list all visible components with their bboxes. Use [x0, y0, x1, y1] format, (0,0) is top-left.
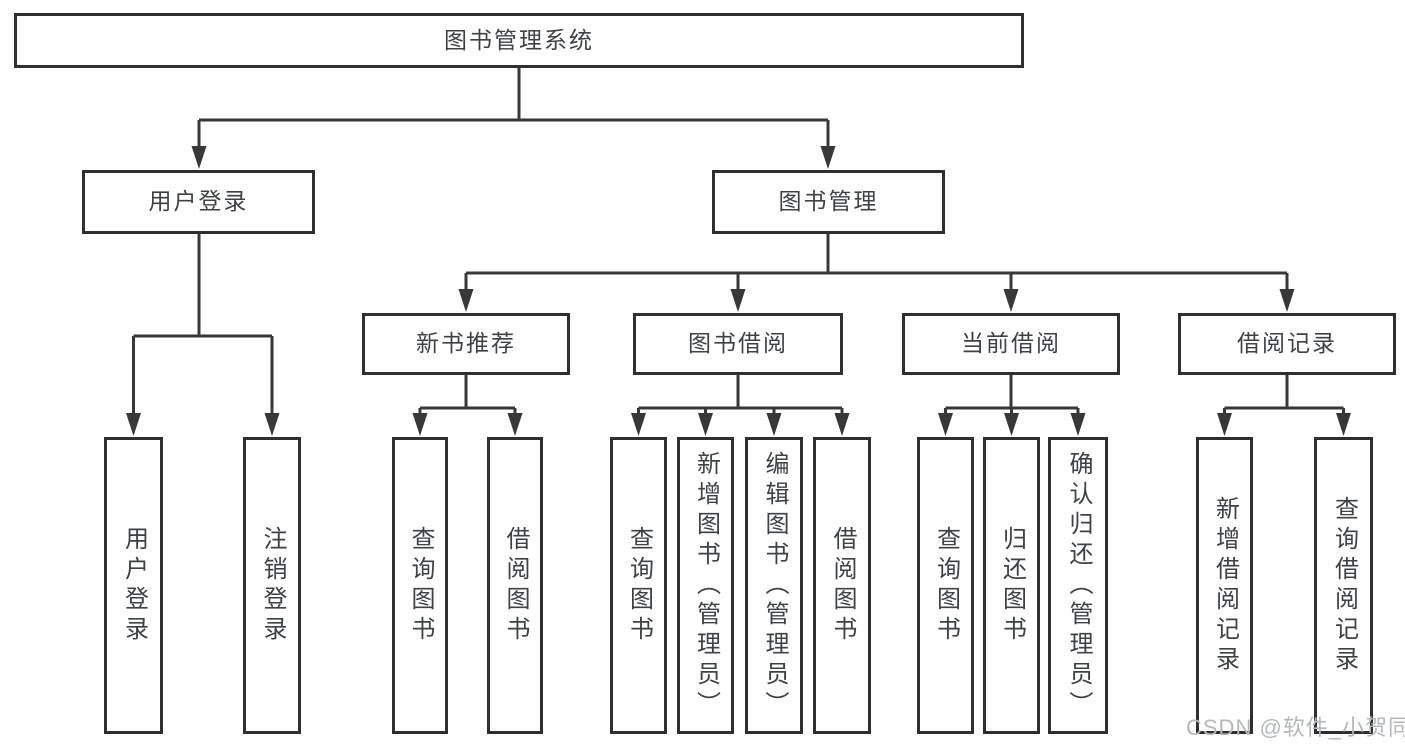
arrowhead-icon [1336, 413, 1351, 436]
node-user-login-label: 用户登录 [148, 188, 249, 215]
leaf-confirm-return-admin-label: 确认归还（管理员） [1065, 450, 1092, 721]
arrowhead-icon [730, 289, 746, 312]
leaf-add-borrow-record: 新增借阅记录 [1196, 437, 1253, 734]
node-library-system: 图书管理系统 [14, 13, 1024, 68]
connector-borrowrecord-to-leaves [1223, 375, 1345, 420]
arrowhead-icon [631, 413, 646, 436]
node-library-system-label: 图书管理系统 [444, 26, 594, 53]
arrowhead-icon [191, 146, 207, 169]
node-borrowing-records: 借阅记录 [1178, 313, 1396, 375]
leaf-query-books-3: 查询图书 [917, 437, 974, 734]
leaf-query-books-1-label: 查询图书 [407, 525, 434, 646]
csdn-watermark: CSDN @软件_小贺同学 [1186, 715, 1405, 740]
arrowhead-icon [1003, 289, 1019, 312]
leaf-add-borrow-record-label: 新增借阅记录 [1211, 495, 1239, 676]
arrowhead-icon [264, 413, 280, 436]
arrowhead-icon [820, 146, 836, 169]
leaf-query-books-1: 查询图书 [392, 437, 448, 734]
connector-userlogin-to-leaves [132, 234, 274, 420]
leaf-borrow-books-2: 借阅图书 [813, 437, 871, 734]
node-book-borrowing: 图书借阅 [633, 313, 843, 375]
node-borrowing-records-label: 借阅记录 [1237, 330, 1337, 357]
arrowhead-icon [1217, 413, 1232, 436]
node-book-borrowing-label: 图书借阅 [688, 330, 788, 357]
leaf-return-books: 归还图书 [983, 437, 1040, 734]
connector-newbookrec-to-leaves [418, 375, 517, 420]
arrowhead-icon [507, 413, 523, 436]
leaf-edit-books-admin-label: 编辑图书（管理员） [761, 450, 788, 721]
leaf-user-login: 用户登录 [104, 437, 163, 734]
arrowhead-icon [834, 413, 850, 436]
arrowhead-icon [126, 413, 141, 436]
leaf-borrow-books-1-label: 借阅图书 [502, 525, 529, 646]
leaf-query-books-2-label: 查询图书 [625, 525, 653, 646]
node-book-management: 图书管理 [712, 170, 945, 234]
leaf-query-borrow-record-label: 查询借阅记录 [1330, 495, 1358, 676]
node-current-borrowing: 当前借阅 [902, 313, 1120, 375]
leaf-add-books-admin-label: 新增图书（管理员） [692, 450, 720, 721]
leaf-add-books-admin: 新增图书（管理员） [677, 437, 734, 734]
arrowhead-icon [1004, 413, 1019, 436]
leaf-edit-books-admin: 编辑图书（管理员） [745, 437, 803, 734]
arrowhead-icon [766, 413, 782, 436]
node-current-borrowing-label: 当前借阅 [961, 330, 1061, 357]
node-user-login: 用户登录 [82, 170, 315, 234]
node-book-management-label: 图书管理 [778, 188, 879, 215]
arrowhead-icon [458, 289, 474, 312]
node-new-book-recommend-label: 新书推荐 [416, 330, 516, 357]
leaf-logout-label: 注销登录 [259, 525, 286, 646]
leaf-query-books-3-label: 查询图书 [932, 525, 960, 646]
connector-elbows [132, 68, 1345, 420]
node-new-book-recommend: 新书推荐 [362, 313, 570, 375]
leaf-query-books-2: 查询图书 [610, 437, 667, 734]
arrowhead-icon [412, 413, 428, 436]
arrowhead-icon [938, 413, 953, 436]
arrowhead-icon [698, 413, 713, 436]
leaf-query-borrow-record: 查询借阅记录 [1314, 437, 1373, 734]
connector-bookborrow-to-leaves [637, 375, 844, 420]
leaf-confirm-return-admin: 确认归还（管理员） [1048, 437, 1108, 734]
connector-bookmgmt-to-level3 [464, 234, 1289, 295]
leaf-logout: 注销登录 [243, 437, 301, 734]
arrowheads-group [126, 146, 1351, 436]
arrowhead-icon [1279, 289, 1295, 312]
connector-root-to-level2 [197, 68, 830, 152]
leaf-borrow-books-1: 借阅图书 [487, 437, 543, 734]
leaf-borrow-books-2-label: 借阅图书 [829, 525, 856, 646]
leaf-user-login-label: 用户登录 [120, 525, 148, 646]
leaf-return-books-label: 归还图书 [998, 525, 1026, 646]
arrowhead-icon [1070, 413, 1086, 436]
